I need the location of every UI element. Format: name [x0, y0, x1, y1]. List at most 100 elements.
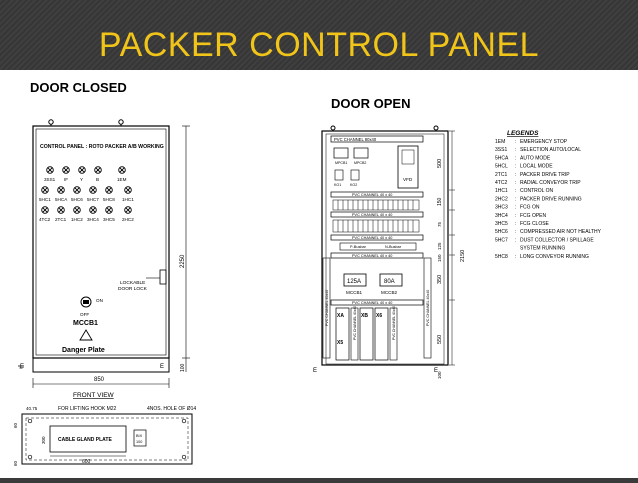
- bix-label: BIX: [136, 434, 143, 438]
- door-lock-icon: [159, 269, 167, 285]
- cabinet-open-inner: [325, 133, 445, 365]
- legend-description: COMPRESSED AIR NOT HEALTHY: [520, 229, 602, 235]
- left-pvc-channel-label: PVC CHANNEL 40x40: [325, 290, 329, 326]
- relay-row-1: [332, 199, 420, 211]
- vfd-box: [397, 145, 419, 189]
- slide-title: PACKER CONTROL PANEL: [98, 26, 540, 64]
- legend-description: SELECTION AUTO/LOCAL: [520, 147, 581, 153]
- cable-gland-label: CABLE GLAND PLATE: [58, 437, 112, 443]
- legend-code: 1EM: [495, 139, 505, 145]
- legend-description: PACKER DRIVE RUNNING: [520, 196, 582, 202]
- legend-code: 5HC8: [495, 254, 508, 260]
- pvc-channel-3: [330, 234, 424, 241]
- legend-code: 5HCA: [495, 155, 509, 161]
- height-dim-label: 2250: [180, 254, 186, 268]
- legend-code: 2HC2: [495, 196, 508, 202]
- drawing-sheet: DOOR CLOSED CONTROL PANEL : ROTO PACKER …: [0, 70, 638, 478]
- panel-drawing: DOOR CLOSED CONTROL PANEL : ROTO PACKER …: [13, 80, 602, 466]
- row2-label-6: 1HC1: [122, 197, 134, 202]
- legend-separator: :: [515, 180, 516, 186]
- mount-hole-icon: [181, 418, 187, 424]
- pvc-channel-3-label: PVC CHANNEL 40 x 40: [352, 236, 392, 240]
- pvc-channel-5: [330, 299, 424, 306]
- legend-separator: :: [515, 172, 516, 178]
- bix-box: [133, 429, 147, 447]
- pvc-channel-5-label: PVC CHANNEL 40 x 40: [352, 301, 392, 305]
- legend-code: 3HC3: [495, 205, 508, 211]
- xa-label: XA: [337, 313, 344, 319]
- legend-description: DUST COLLECTOR / SPILLAGE: [520, 237, 594, 243]
- cabinet-door-outline: [35, 128, 167, 356]
- mccb-knob-icon: [80, 296, 92, 308]
- pvc-channel-2-label: PVC CHANNEL 40 x 40: [352, 213, 392, 217]
- legend-code: 5HC7: [495, 237, 508, 243]
- dim-550: 550: [437, 335, 443, 344]
- legend-description: AUTO MODE: [520, 155, 551, 161]
- legend-description: EMERGENCY STOP: [520, 139, 568, 145]
- dim-60b: 60: [13, 460, 18, 466]
- dim-60: 60: [13, 422, 18, 428]
- mpcb1-label: MPCB1: [335, 161, 347, 165]
- legend-code: 1HC1: [495, 188, 508, 194]
- lifting-hook-label: FOR LIFTING HOOK M22: [58, 406, 117, 412]
- door-open-heading: DOOR OPEN: [331, 96, 410, 111]
- mpcb2-label: MPCB2: [354, 161, 366, 165]
- row1-label-4: B: [96, 177, 99, 182]
- row3-label-1: 4TC2: [39, 217, 51, 222]
- earth-left-icon: [18, 365, 24, 369]
- legend-code: 3SS1: [495, 147, 507, 153]
- row1-label-5: 1EM: [117, 177, 127, 182]
- legend-separator: :: [515, 147, 516, 153]
- row2-label-4: 5HC7: [87, 197, 99, 202]
- dim-150: 150: [437, 197, 443, 206]
- left-pvc-channel: [322, 257, 331, 359]
- mccb1-label: MCCB1: [73, 320, 98, 327]
- legend-separator: :: [515, 254, 516, 260]
- earth-left-closed: E: [20, 364, 24, 370]
- mccb2-box: [379, 273, 403, 287]
- mccb2-rating: 80A: [384, 279, 395, 285]
- legend-separator: :: [515, 213, 516, 219]
- holes-label: 4NOS. HOLE OF Ø14: [147, 406, 196, 412]
- row3-label-3: 1HC2: [71, 217, 83, 222]
- ko2-label: KO2: [350, 183, 357, 187]
- legend-description: FCG OPEN: [520, 213, 547, 219]
- mccb1-box: [343, 273, 367, 287]
- inner-channel-1: [350, 307, 359, 361]
- legend-separator: :: [515, 205, 516, 211]
- row2-label-3: 5HC6: [71, 197, 83, 202]
- row2-label-5: 5HC8: [103, 197, 115, 202]
- cable-gland-plate: [49, 425, 127, 453]
- ko1-label: KO1: [334, 183, 341, 187]
- legend-code: 4TC2: [495, 180, 507, 186]
- mccb-knob-handle: [83, 300, 89, 304]
- row3-label-6: 2HC2: [122, 217, 134, 222]
- indicator-row-2: [41, 186, 132, 194]
- row1-label-1: 3SS1: [44, 177, 56, 182]
- dim-40-75: 40.75: [26, 406, 38, 411]
- legend-description: RADIAL CONVEYOR TRIP: [520, 180, 581, 186]
- top-pvc-channel-label: PVC CHANNEL 80x40: [334, 137, 377, 142]
- plan-view-inner: [25, 417, 189, 461]
- gland-width-label: 600: [82, 459, 91, 465]
- cabinet-base: [32, 357, 170, 373]
- pvc-channel-4-label: PVC CHANNEL 40 x 40: [352, 254, 392, 258]
- mpcb2-box: [353, 147, 369, 159]
- top-pvc-channel: [330, 135, 424, 143]
- mount-hole-icon: [27, 418, 33, 424]
- cabinet-front-outline: [32, 125, 170, 359]
- off-label: OFF: [80, 312, 89, 317]
- xb-label: XB: [361, 313, 368, 319]
- x5-label: X5: [337, 340, 343, 346]
- legend-description: LOCAL MODE: [520, 164, 553, 170]
- legend-description: SYSTEM RUNNING: [520, 246, 565, 252]
- mccb2-open-label: MCCB2: [381, 290, 398, 295]
- cabinet-open-outline: [321, 130, 449, 366]
- mccb1-open-label: MCCB1: [346, 290, 363, 295]
- row1-label-3: Y: [80, 177, 83, 182]
- row3-label-5: 3HC5: [103, 217, 115, 222]
- earth-left-open: E: [313, 368, 317, 374]
- legend-code: 3HC4: [495, 213, 508, 219]
- lockable-label: LOCKABLE: [120, 280, 145, 286]
